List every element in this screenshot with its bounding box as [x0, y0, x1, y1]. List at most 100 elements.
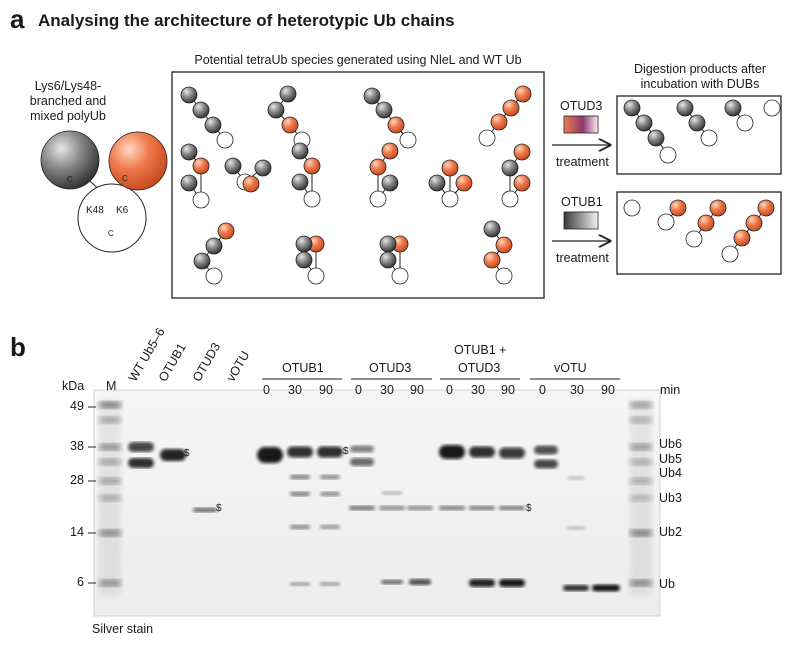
ub-chain: [379, 235, 409, 285]
c-label-left: C: [67, 175, 73, 184]
lys48-ub-node: [192, 101, 210, 119]
group-label-otud3: OTUD3: [369, 361, 412, 375]
k6-label: K6: [116, 205, 129, 216]
ub-chain: [685, 199, 727, 248]
otud3-products-box: [616, 95, 782, 175]
gel-band: [499, 505, 525, 511]
proximal-ub-node: [216, 131, 234, 149]
proximal-ub-node: [478, 129, 496, 147]
lys48-ub-node: [501, 159, 519, 177]
lys6-ub-node: [733, 229, 751, 247]
gel-band: [128, 442, 154, 452]
gel-band: [382, 491, 402, 495]
lys6-ub-node: [369, 158, 387, 176]
lys6-ub-circle: [108, 131, 168, 191]
panel-a-letter: a: [10, 4, 25, 34]
proximal-ub-node: [657, 213, 675, 231]
lys48-ub-node: [204, 116, 222, 134]
lys48-ub-node: [193, 252, 211, 270]
gel-band: [499, 579, 525, 587]
ub-chain: [724, 99, 754, 132]
gel-band: [290, 491, 310, 497]
time-label: 0: [263, 383, 270, 397]
lys6-ub-node: [745, 214, 763, 232]
min-label: min: [660, 383, 681, 397]
gel-band: [350, 458, 374, 466]
lys48-ub-node: [180, 143, 198, 161]
group-label-otub1-plus: OTUB1 +: [454, 343, 507, 357]
c-label-right: C: [122, 174, 128, 183]
lys48-ub-node: [267, 101, 285, 119]
mw-marker-6: 6: [77, 575, 84, 589]
gel-band: [320, 491, 340, 497]
lys48-ub-circle: [40, 130, 100, 190]
gel-band: [320, 524, 340, 530]
gel-band: [379, 505, 405, 511]
lys48-ub-node: [291, 142, 309, 160]
time-label: 90: [501, 383, 515, 397]
c-label-bottom: C: [108, 229, 114, 238]
gel-band: [499, 447, 525, 459]
lys6-ub-node: [513, 143, 531, 161]
gel-band: [534, 459, 558, 469]
lys6-ub-node: [490, 113, 508, 131]
silver-stained-gel: [93, 389, 661, 617]
proximal-ub-node: [623, 199, 641, 217]
right-caption-line: incubation with DUBs: [640, 77, 760, 91]
proximal-ub-node: [685, 230, 703, 248]
time-label: 0: [446, 383, 453, 397]
lys48-ub-node: [254, 159, 272, 177]
ub-chain: [369, 142, 399, 208]
band-label-ub4: Ub4: [659, 466, 682, 480]
polyub-caption-line: Lys6/Lys48-: [34, 79, 102, 93]
proximal-ub-node: [659, 146, 677, 164]
dollar-mark: $: [184, 448, 190, 459]
lys48-ub-node: [180, 174, 198, 192]
gel-band: [407, 505, 433, 511]
lane-label-m: M: [106, 379, 117, 393]
polyub-caption-line: branched and: [29, 94, 107, 108]
band-label-ub: Ub: [659, 577, 675, 591]
ub-chain: [224, 157, 272, 193]
gel-band: [320, 582, 340, 586]
lys6-ub-node: [513, 174, 531, 192]
proximal-ub-node: [369, 190, 387, 208]
proximal-ub-node: [391, 267, 409, 285]
marker-lane-smear: [99, 400, 121, 595]
dollar-mark: $: [526, 503, 532, 514]
mw-marker-49: 49: [70, 399, 84, 413]
polyub-diagram: [40, 130, 168, 253]
lys6-ub-node: [483, 251, 501, 269]
lys6-ub-node: [495, 236, 513, 254]
gel-band: [534, 445, 558, 455]
ub-chain: [193, 222, 235, 285]
band-label-ub3: Ub3: [659, 491, 682, 505]
gel-band: [349, 505, 375, 511]
k48-label: K48: [86, 205, 104, 216]
proximal-ub-node: [736, 114, 754, 132]
lys48-ub-node: [205, 237, 223, 255]
time-label: 30: [471, 383, 485, 397]
gel-band: [193, 507, 217, 513]
lys48-ub-node: [379, 251, 397, 269]
lys6-ub-node: [669, 199, 687, 217]
ub-chain: [623, 199, 641, 217]
lys6-ub-node: [502, 99, 520, 117]
lys48-ub-node: [295, 235, 313, 253]
ub-chain: [291, 142, 321, 208]
proximal-ub-node: [700, 129, 718, 147]
lys48-ub-node: [295, 251, 313, 269]
time-label: 90: [601, 383, 615, 397]
ub-chain: [483, 220, 513, 285]
mw-marker-14: 14: [70, 525, 84, 539]
dollar-mark: $: [216, 503, 222, 514]
proximal-ub-node: [763, 99, 781, 117]
proximal-ub-node: [303, 190, 321, 208]
panel-a-title: Analysing the architecture of heterotypi…: [38, 11, 455, 30]
lys48-ub-node: [180, 86, 198, 104]
time-label: 90: [410, 383, 424, 397]
gel-band: [320, 474, 340, 480]
lys6-ub-node: [697, 214, 715, 232]
band-label-ub5: Ub5: [659, 452, 682, 466]
proximal-ub-node: [501, 190, 519, 208]
